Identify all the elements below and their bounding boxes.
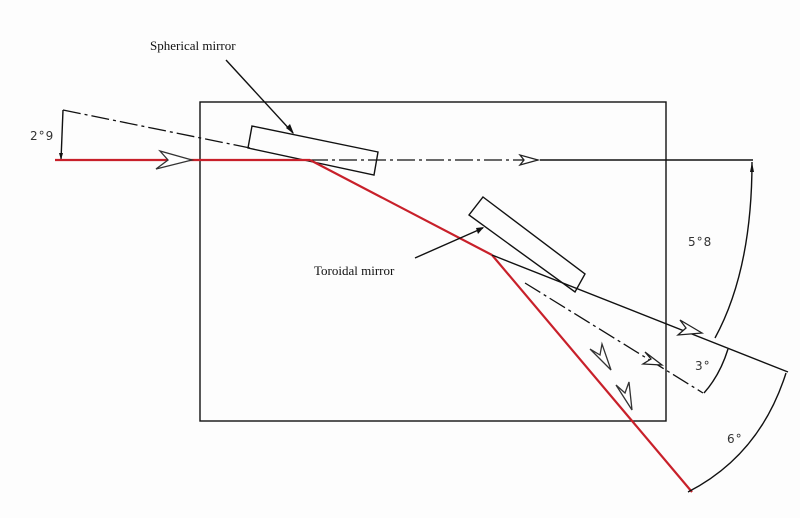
reference-ray-solid: [491, 254, 789, 373]
angle-bracket-2-9: [60, 109, 64, 161]
angle-arc-5-8: [714, 161, 753, 339]
angle-bracket-arrow-icon: [59, 153, 63, 160]
beam-intermediate: [309, 159, 493, 256]
angle-label-5-8: 5°8: [688, 235, 712, 249]
spherical-mirror-leader-arrow-icon: [286, 124, 294, 134]
enclosure-box: [199, 101, 667, 422]
spherical-mirror-leader: [225, 59, 294, 134]
beam-incident-arrow-icon: [155, 149, 195, 170]
angle-label-2-9: 2°9: [30, 129, 54, 143]
beam-output-arrow-2-icon: [615, 381, 633, 411]
angle-arc-3: [703, 348, 729, 394]
angle-label-3: 3°: [695, 359, 711, 373]
reference-line-spherical: [62, 109, 251, 149]
toroidal-mirror-label: Toroidal mirror: [314, 263, 395, 278]
toroidal-mirror-leader: [414, 227, 484, 259]
reference-ray-dashed-arrow-icon: [640, 351, 665, 366]
spherical-mirror-label: Spherical mirror: [150, 38, 236, 53]
reference-ray-arrow-icon: [676, 319, 705, 336]
toroidal-mirror: [468, 196, 586, 294]
angle-label-6: 6°: [727, 432, 743, 446]
reference-ray-dashed: [524, 282, 704, 394]
beam-output-arrow-1-icon: [589, 341, 612, 371]
spherical-mirror: [247, 125, 379, 176]
beam-output: [491, 254, 693, 493]
angle-arc-5-8-arrow-icon: [750, 162, 754, 172]
horizontal-arrow-icon: [518, 153, 541, 167]
angle-arc-6: [687, 372, 787, 493]
toroidal-mirror-leader-arrow-icon: [476, 227, 484, 234]
